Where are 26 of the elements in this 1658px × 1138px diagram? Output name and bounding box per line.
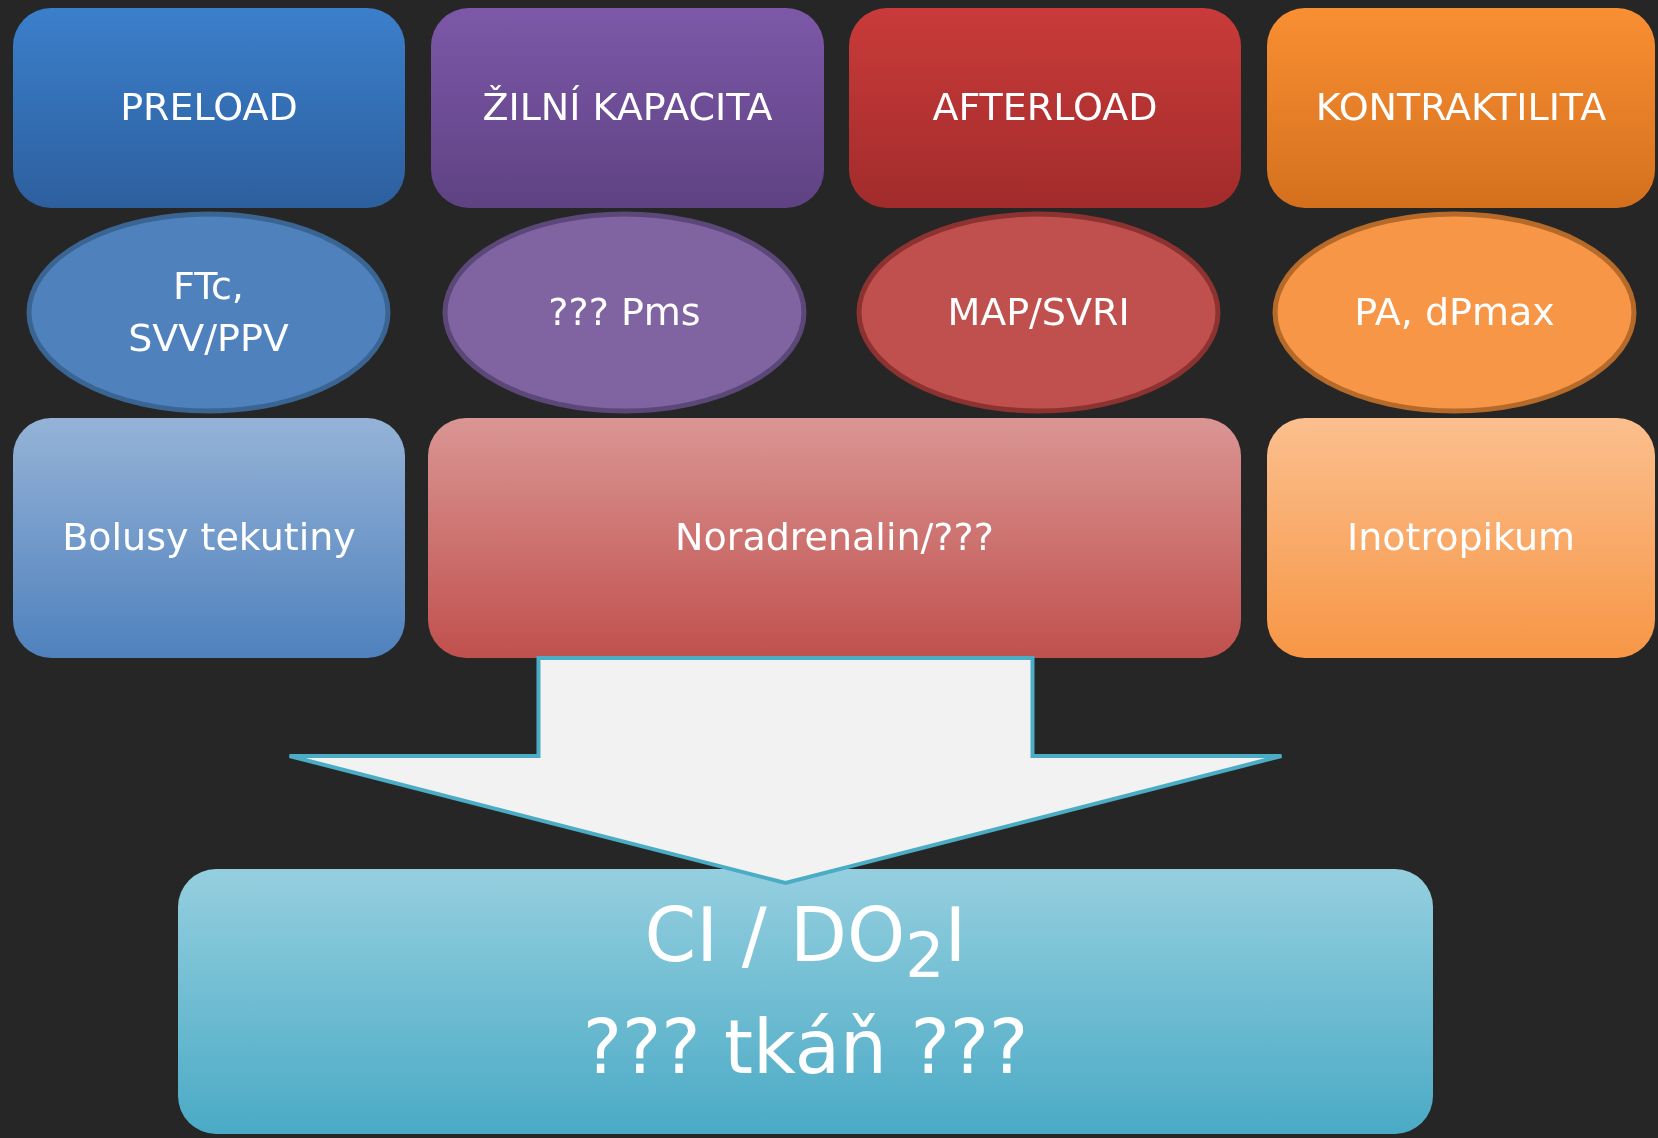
category-box bbox=[431, 8, 824, 208]
outcome-subheading: ??? tkáň ??? bbox=[582, 1002, 1029, 1092]
node-label: Bolusy tekutiny bbox=[62, 514, 356, 562]
node-label: MAP/SVRI bbox=[947, 288, 1130, 336]
node-label: PA, dPmax bbox=[1354, 288, 1555, 336]
indicator-ellipse bbox=[856, 211, 1221, 414]
category-box bbox=[13, 8, 405, 208]
node-label: KONTRAKTILITA bbox=[1315, 84, 1607, 132]
treatment-box bbox=[428, 418, 1241, 658]
node-label: Noradrenalin/??? bbox=[675, 514, 994, 562]
node-label: Inotropikum bbox=[1346, 514, 1576, 562]
indicator-ellipse bbox=[442, 211, 807, 414]
treatment-box bbox=[1267, 418, 1655, 658]
block-arrow bbox=[287, 656, 1284, 886]
category-box bbox=[1267, 8, 1655, 208]
indicator-ellipse bbox=[26, 211, 391, 414]
node-label: ŽILNÍ KAPACITA bbox=[482, 84, 773, 132]
node-label: AFTERLOAD bbox=[932, 84, 1158, 132]
category-box bbox=[849, 8, 1241, 208]
treatment-box bbox=[13, 418, 405, 658]
node-label: PRELOAD bbox=[120, 84, 298, 132]
node-label: ??? Pms bbox=[548, 288, 701, 336]
outcome-heading: CI / DO$_{2}$I bbox=[644, 890, 967, 994]
outcome-box bbox=[178, 869, 1433, 1134]
node-label: FTc, SVV/PPV bbox=[127, 263, 290, 362]
indicator-ellipse bbox=[1272, 211, 1637, 414]
